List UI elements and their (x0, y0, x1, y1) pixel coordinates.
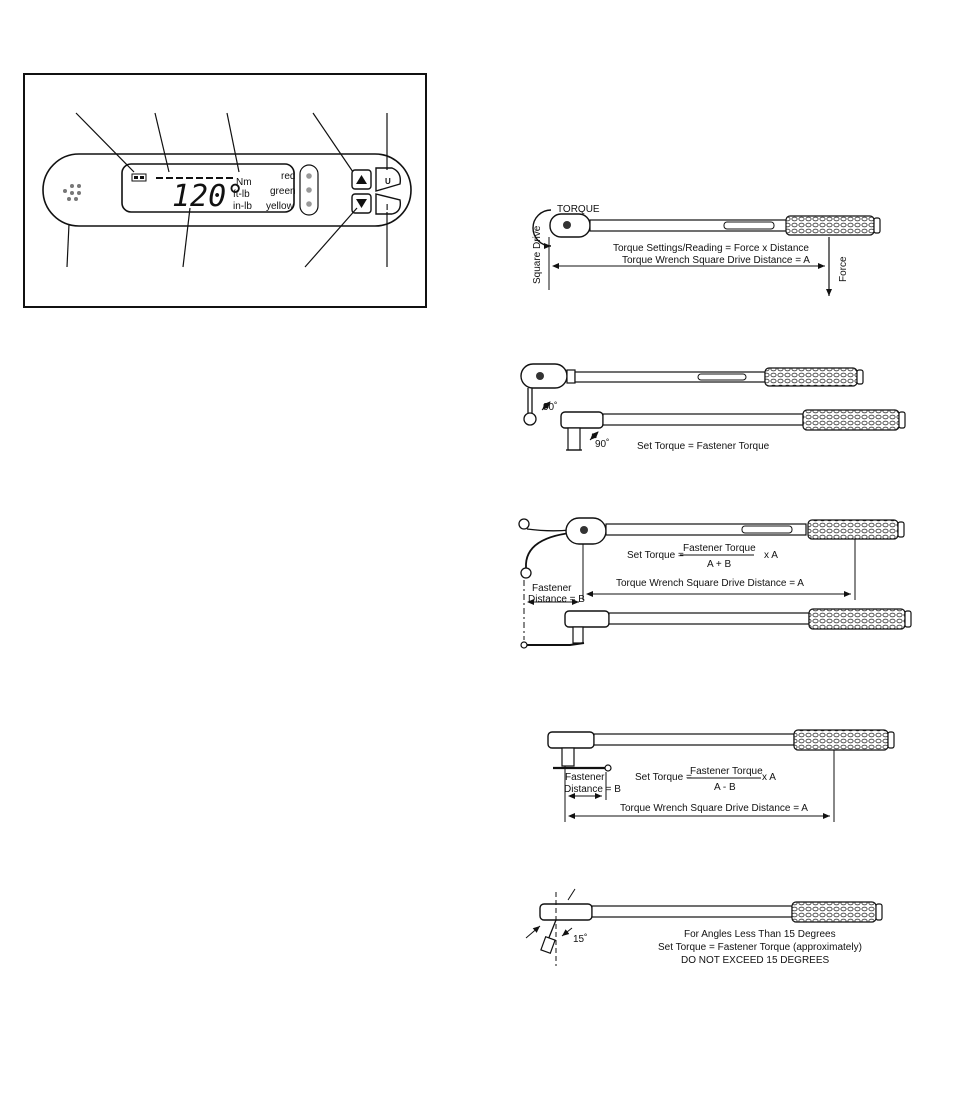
torque-label: TORQUE (557, 204, 600, 215)
led-label-red: red (281, 171, 295, 182)
led-yellow (306, 201, 312, 207)
unit-ftlb: ft-lb (233, 189, 250, 200)
force-label: Force (838, 256, 849, 282)
denominator-3: A + B (707, 559, 732, 570)
numerator-4: Fastener Torque (690, 766, 763, 777)
caption-90: Set Torque = Fastener Torque (637, 441, 770, 452)
figure-extension-a-minus-b: Fastener Distance = B Set Torque = Faste… (547, 729, 895, 822)
distance-b-label-4: Distance = B (564, 784, 621, 795)
angle-90-top: 90˚ (543, 401, 557, 413)
formula-line1: Torque Settings/Reading = Force x Distan… (613, 243, 809, 254)
figure-extension-a-plus-b: Set Torque = Fastener Torque A + B x A F… (518, 517, 912, 649)
unit-inlb: in-lb (233, 201, 252, 212)
caption-15-line2: Set Torque = Fastener Torque (approximat… (658, 942, 862, 953)
set-torque-label-3: Set Torque = (627, 550, 684, 561)
distance-a-label-3: Torque Wrench Square Drive Distance = A (616, 578, 804, 589)
unit-nm: Nm (236, 177, 252, 188)
lcd-display (121, 163, 295, 213)
callout-leaders (66, 112, 388, 268)
down-arrow-icon (356, 199, 367, 208)
caption-15-line3: DO NOT EXCEED 15 DEGREES (681, 955, 830, 966)
wrench-panel (723, 221, 775, 230)
wrench-head (549, 213, 591, 238)
set-torque-label-4: Set Torque = (635, 772, 692, 783)
u-button[interactable] (375, 167, 402, 192)
square-drive-label: Square Drive (532, 225, 543, 284)
u-button-label: U (385, 177, 391, 186)
formula-line2: Torque Wrench Square Drive Distance = A (622, 255, 810, 266)
angle-90-bottom: 90˚ (595, 438, 609, 450)
angle-15: 15˚ (573, 933, 587, 945)
battery-icon (131, 173, 147, 182)
times-a-3: x A (764, 550, 778, 561)
led-green (306, 187, 312, 193)
display-reading: 120° (172, 179, 244, 214)
distance-b-label-3: Distance = B (528, 594, 585, 605)
distance-a-label-4: Torque Wrench Square Drive Distance = A (620, 803, 808, 814)
fastener-label-4: Fastener (565, 772, 605, 783)
speaker-icon (63, 184, 81, 201)
wrench-grip (785, 215, 875, 236)
control-panel-figure: 120° Nm ft-lb in-lb red green yellow U I (23, 73, 427, 308)
denominator-4: A - B (714, 782, 736, 793)
i-button-label: I (386, 203, 388, 212)
led-label-green: green (270, 186, 296, 197)
times-a-4: x A (762, 772, 776, 783)
led-red (306, 173, 312, 179)
caption-15-line1: For Angles Less Than 15 Degrees (684, 929, 836, 940)
figure-15-degree: 15˚ For Angles Less Than 15 Degrees Set … (525, 888, 883, 966)
i-button[interactable] (375, 193, 402, 215)
up-arrow-icon (356, 175, 367, 184)
figure-torque-definition: TORQUE Square Drive Force Torque Setting… (532, 204, 881, 296)
numerator-3: Fastener Torque (683, 543, 756, 554)
fastener-label-3: Fastener (532, 583, 572, 594)
led-label-yellow: yellow (266, 201, 295, 212)
figure-90-degree: 90˚ 90˚ Set Torque = Fastener Torque (520, 363, 906, 452)
